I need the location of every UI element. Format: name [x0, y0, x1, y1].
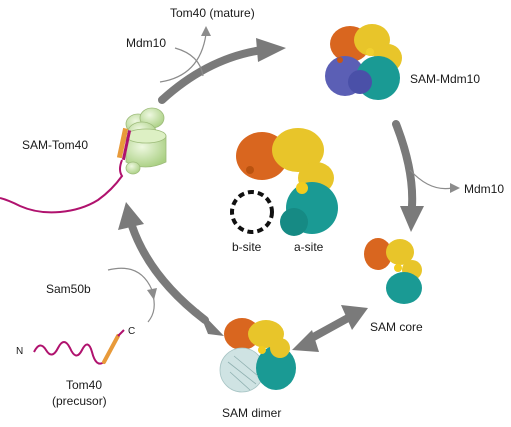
- sam-mdm10-label: SAM-Mdm10: [410, 72, 481, 86]
- mdm10-top-label: Mdm10: [126, 36, 167, 50]
- mdm10-release-arrow: [409, 169, 453, 190]
- tom40-precursor: [33, 329, 125, 365]
- mdm10-top-arrow: [174, 47, 204, 77]
- sam50b-arrow: [107, 267, 153, 291]
- arrowhead-to-core: [341, 305, 368, 330]
- tom40-mature-label: Tom40 (mature): [170, 6, 255, 20]
- arrowhead-to-tom40: [118, 202, 144, 230]
- arrowhead-mdm10-to-core: [400, 206, 424, 232]
- sam-dimer-structure: [219, 318, 296, 393]
- b-site-marker: [230, 190, 274, 234]
- central-structure: [230, 128, 338, 236]
- arrow-tom40-dimer: [128, 222, 209, 324]
- sam-dimer-label: SAM dimer: [222, 406, 282, 420]
- precursor-c-terminal-segment: [102, 334, 120, 364]
- sam-tom40-label: SAM-Tom40: [22, 138, 89, 152]
- arrow-tom40-to-mdm10: [158, 46, 266, 104]
- precursor-label: (precusor): [52, 394, 107, 408]
- sam-core-label: SAM core: [370, 320, 423, 334]
- arrowhead-tom40-to-mdm10: [256, 38, 286, 62]
- a-site-label: a-site: [294, 240, 324, 254]
- tom40-release-arrow: [159, 33, 207, 83]
- precursor-chain-tom40: [0, 159, 124, 214]
- c-terminus-label: C: [128, 326, 136, 337]
- arrow-core-dimer: [304, 314, 352, 344]
- sam-tom40-cartoon: [0, 107, 167, 214]
- precursor-chain: [33, 341, 105, 365]
- cycle-arrows: [118, 38, 424, 352]
- sam-mdm10-structure: [325, 24, 402, 100]
- arrowhead-to-dimer: [292, 330, 319, 352]
- tom40-precursor-label: Tom40: [66, 378, 103, 392]
- arrowhead-to-dimer-left: [198, 309, 224, 336]
- arrow-mdm10-to-core: [392, 120, 417, 210]
- n-terminus-label: N: [16, 346, 24, 357]
- sam-core-structure: [364, 238, 422, 304]
- mdm10-right-label: Mdm10: [464, 182, 505, 196]
- side-arrows: [107, 26, 460, 323]
- b-site-label: b-site: [232, 240, 262, 254]
- sam50b-label: Sam50b: [46, 282, 91, 296]
